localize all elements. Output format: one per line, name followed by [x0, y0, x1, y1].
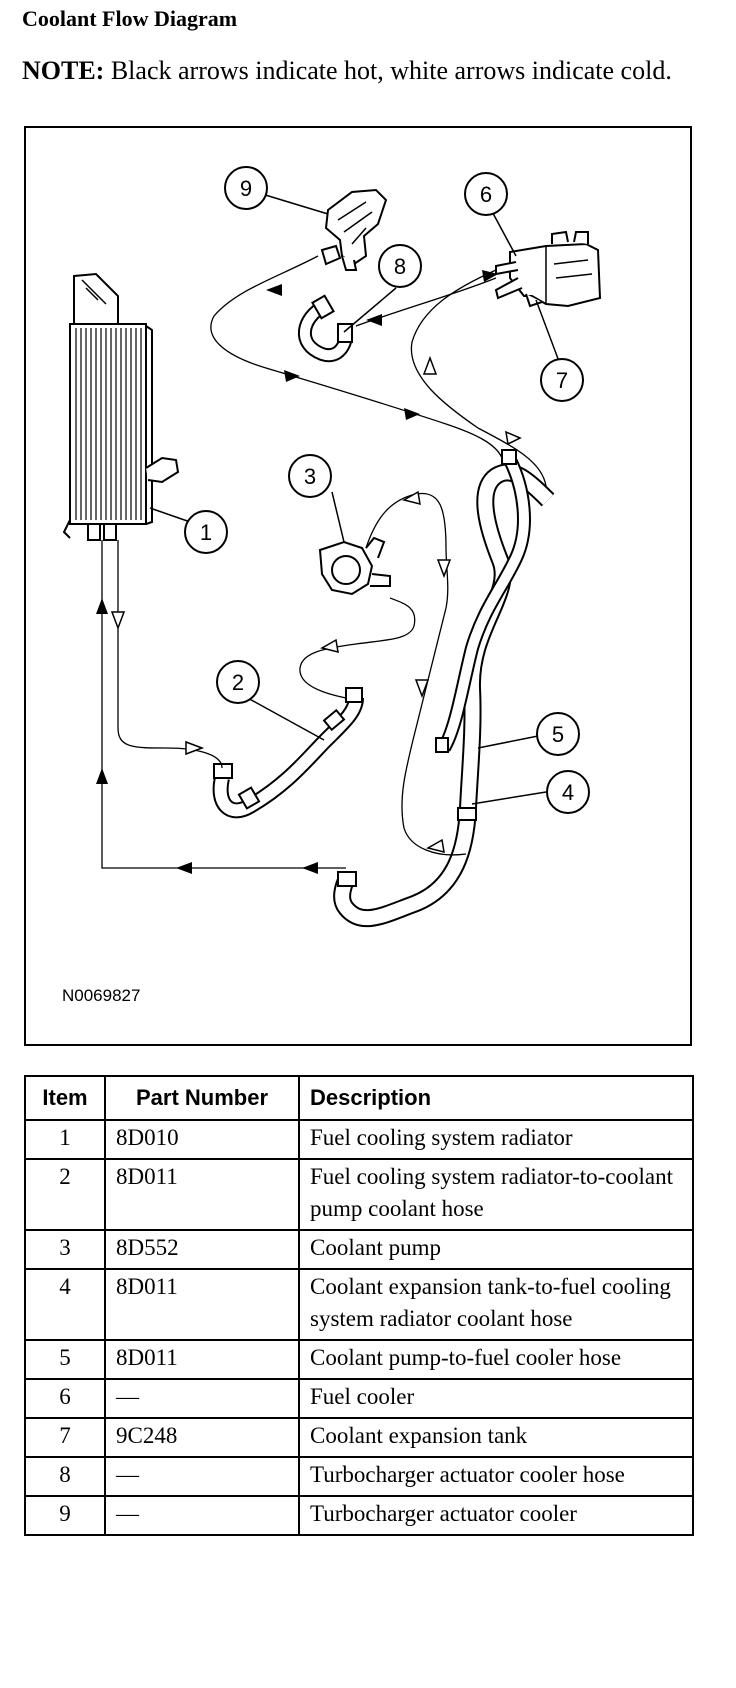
col-header-item: Item: [24, 1075, 106, 1121]
note-label: NOTE:: [22, 56, 105, 85]
cell-item: 4: [24, 1268, 106, 1341]
cell-part-number: —: [104, 1378, 300, 1419]
col-header-part-number: Part Number: [104, 1075, 300, 1121]
callout-2: 2: [216, 660, 260, 704]
cell-item: 1: [24, 1119, 106, 1160]
hose-4-drawing: [333, 463, 555, 928]
svg-text:1: 1: [200, 520, 212, 545]
hot-flow-arrows: [96, 270, 498, 874]
svg-text:3: 3: [304, 464, 316, 489]
cell-part-number: —: [104, 1456, 300, 1497]
cell-item: 2: [24, 1158, 106, 1231]
cell-description: Fuel cooler: [298, 1378, 694, 1419]
col-header-description: Description: [298, 1075, 694, 1121]
hose-2-drawing: [212, 687, 364, 819]
callout-3: 3: [288, 454, 332, 498]
cell-part-number: 8D011: [104, 1268, 300, 1341]
cell-description: Coolant pump: [298, 1229, 694, 1270]
hose-8-drawing: [297, 294, 353, 363]
cell-description: Coolant expansion tank: [298, 1417, 694, 1458]
cell-description: Coolant pump-to-fuel cooler hose: [298, 1339, 694, 1380]
coolant-flow-diagram: 1 2 3 4 5 6 7 8 9 N0069827: [24, 126, 692, 1046]
cold-flow-arrows: [110, 355, 522, 854]
radiator-drawing: [62, 272, 180, 541]
svg-text:9: 9: [240, 176, 252, 201]
cell-item: 9: [24, 1495, 106, 1536]
callouts: 1 2 3 4 5 6 7 8 9: [184, 166, 590, 814]
cell-description: Coolant expansion tank-to-fuel cooling s…: [298, 1268, 694, 1341]
svg-text:8: 8: [394, 254, 406, 279]
table-row: 8—Turbocharger actuator cooler hose: [24, 1456, 694, 1497]
cell-part-number: 8D010: [104, 1119, 300, 1160]
svg-text:2: 2: [232, 670, 244, 695]
cell-description: Fuel cooling system radiator: [298, 1119, 694, 1160]
cell-part-number: 8D011: [104, 1158, 300, 1231]
cell-description: Turbocharger actuator cooler: [298, 1495, 694, 1536]
cell-item: 3: [24, 1229, 106, 1270]
callout-leaders: [149, 193, 561, 805]
callout-6: 6: [464, 172, 508, 216]
turbo-actuator-cooler-drawing: [320, 188, 388, 271]
diagram-drawing: 1 2 3 4 5 6 7 8 9: [62, 166, 602, 928]
callout-7: 7: [540, 358, 584, 402]
table-row: 9—Turbocharger actuator cooler: [24, 1495, 694, 1536]
svg-text:7: 7: [556, 368, 568, 393]
callout-8: 8: [378, 244, 422, 288]
callout-9: 9: [224, 166, 268, 210]
note-text: Black arrows indicate hot, white arrows …: [110, 56, 672, 85]
cell-part-number: 8D011: [104, 1339, 300, 1380]
coolant-pump-drawing: [318, 536, 391, 596]
svg-text:5: 5: [552, 722, 564, 747]
figure-id: N0069827: [62, 986, 141, 1005]
expansion-tank-drawing: [494, 230, 602, 308]
page-title: Coolant Flow Diagram: [22, 6, 238, 31]
svg-text:6: 6: [480, 182, 492, 207]
callout-4: 4: [546, 770, 590, 814]
svg-text:4: 4: [562, 780, 574, 805]
note-paragraph: NOTE: Black arrows indicate hot, white a…: [22, 54, 682, 88]
cell-description: Fuel cooling system radiator-to-coolant …: [298, 1158, 694, 1231]
cell-item: 5: [24, 1339, 106, 1380]
cell-part-number: —: [104, 1495, 300, 1536]
callout-1: 1: [184, 510, 228, 554]
table-row: 6—Fuel cooler: [24, 1378, 694, 1419]
callout-5: 5: [536, 712, 580, 756]
cell-item: 8: [24, 1456, 106, 1497]
cell-description: Turbocharger actuator cooler hose: [298, 1456, 694, 1497]
cell-part-number: 8D552: [104, 1229, 300, 1270]
cell-item: 6: [24, 1378, 106, 1419]
cell-part-number: 9C248: [104, 1417, 300, 1458]
cell-item: 7: [24, 1417, 106, 1458]
table-header-row: Item Part Number Description: [24, 1075, 694, 1121]
